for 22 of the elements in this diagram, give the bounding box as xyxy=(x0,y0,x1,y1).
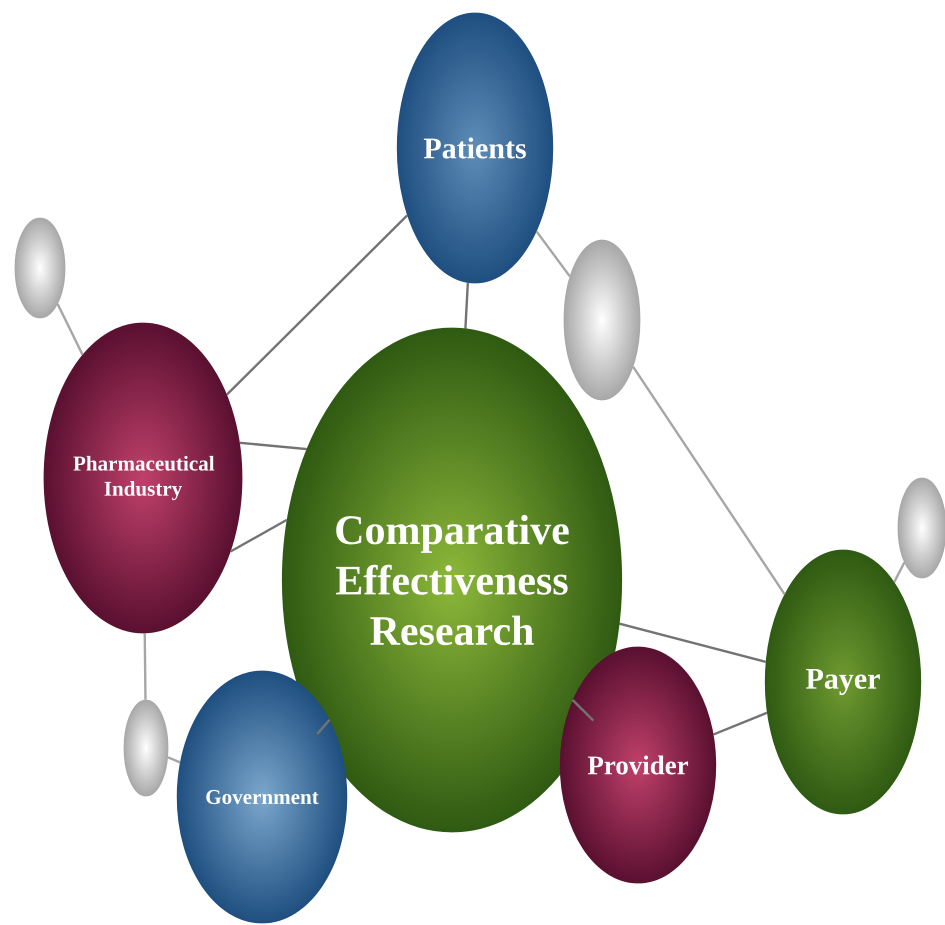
topic-ball: Patients xyxy=(396,12,554,284)
topic-ball: Provider xyxy=(560,646,716,884)
topic-ball: Payer xyxy=(764,550,922,814)
connector-line xyxy=(316,719,330,735)
connector-line xyxy=(56,304,84,356)
connector-line xyxy=(464,282,470,328)
connector-line xyxy=(144,633,147,700)
connector-line xyxy=(572,699,594,722)
connector-ball xyxy=(564,240,640,400)
connector-line xyxy=(168,756,180,764)
connector-line xyxy=(893,562,906,583)
connector-line xyxy=(536,230,571,278)
topic-ball: Pharmaceutical Industry xyxy=(44,322,242,634)
connector-line xyxy=(619,622,766,664)
connector-line xyxy=(230,518,288,553)
connector-line xyxy=(632,366,786,595)
topic-ball: Government xyxy=(176,670,348,924)
connector-line xyxy=(240,442,307,450)
connector-ball xyxy=(14,218,66,318)
connector-line xyxy=(226,214,408,396)
connector-line xyxy=(713,712,768,736)
connector-ball xyxy=(124,700,168,796)
